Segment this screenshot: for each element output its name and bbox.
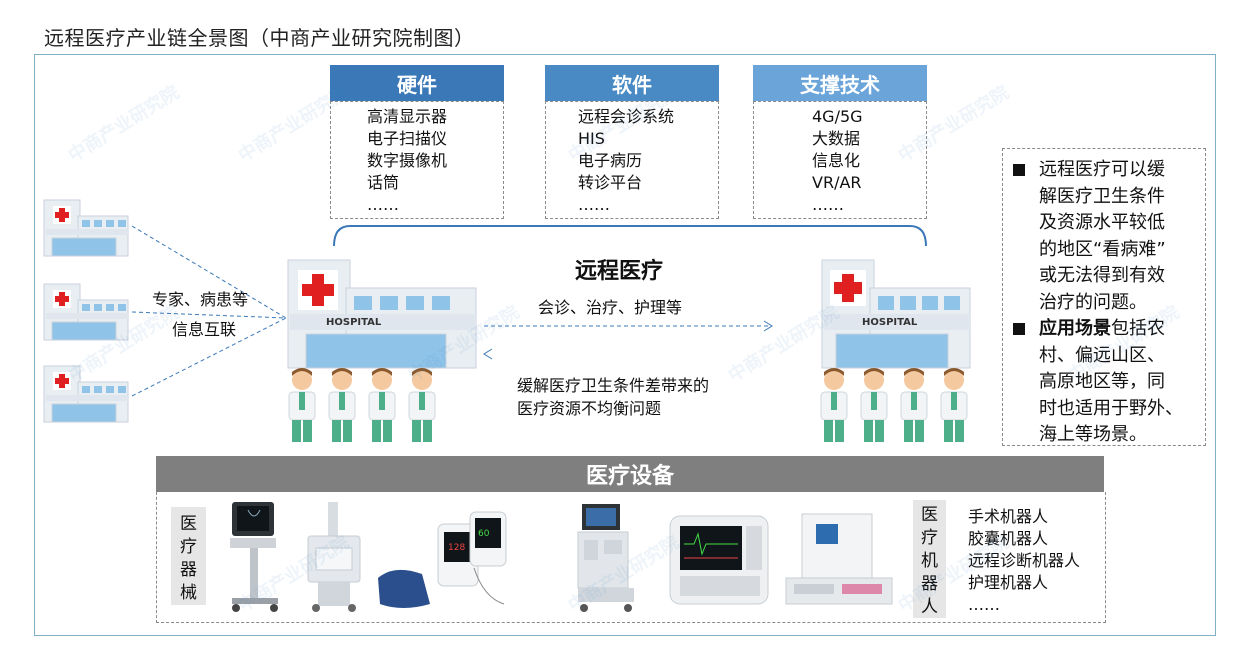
page-title: 远程医疗产业链全景图（中商产业研究院制图） <box>44 26 475 50</box>
list-item: 数字摄像机 <box>367 151 448 170</box>
ultrasound-device-icon <box>230 502 278 612</box>
list-item: 电子扫描仪 <box>367 129 448 148</box>
list-item: 远程会诊系统 <box>578 107 675 126</box>
info-bullet-1: 远程医疗可以缓 解医疗卫生条件 及资源水平较低 的地区“看病难” 或无法得到有效… <box>1009 157 1205 316</box>
robots-label: 医 疗 机 器 人 <box>913 500 946 618</box>
xray-device-icon <box>307 502 361 612</box>
doctor-icon <box>900 368 928 442</box>
diagram-frame <box>34 54 1216 636</box>
hospital-sign: HOSPITAL <box>326 317 382 328</box>
doctor-icon <box>940 368 968 442</box>
list-item: 护理机器人 <box>968 573 1049 592</box>
info-panel: 远程医疗可以缓 解医疗卫生条件 及资源水平较低 的地区“看病难” 或无法得到有效… <box>1002 148 1206 446</box>
category-items-software: 远程会诊系统 HIS 电子病历 转诊平台 …… <box>545 101 719 219</box>
list-item: …… <box>968 595 1000 614</box>
list-item: …… <box>367 195 399 214</box>
svg-text:128: 128 <box>448 543 465 553</box>
anesthesia-machine-icon <box>577 504 634 612</box>
list-item: 4G/5G <box>812 107 863 126</box>
list-item: 电子病历 <box>578 151 643 170</box>
hospital-right: HOSPITAL <box>820 258 972 370</box>
list-item: 手术机器人 <box>968 507 1049 526</box>
small-hospital-icon <box>43 199 129 257</box>
bullet-square-icon <box>1013 164 1025 176</box>
defibrillator-device-icon <box>669 515 769 605</box>
center-heading: 远程医疗 <box>575 259 664 284</box>
doctor-icon <box>288 368 316 442</box>
list-item: HIS <box>578 129 605 148</box>
list-item: VR/AR <box>812 173 862 192</box>
doctor-group-right <box>814 368 976 446</box>
small-hospital-icon <box>43 283 129 341</box>
category-header-software: 软件 <box>545 65 719 101</box>
list-item: …… <box>578 195 610 214</box>
list-item: …… <box>812 195 844 214</box>
instruments-label: 医 疗 器 械 <box>171 507 206 605</box>
lab-analyzer-icon <box>785 513 893 605</box>
small-hospital-icon <box>43 365 129 423</box>
monitor-device-icon: 128 60 <box>378 511 507 608</box>
info-bullet-2: 应用场景包括农 村、偏远山区、 高原地区等，同 时也适用于野外、 海上等场景。 <box>1009 316 1205 449</box>
list-item: 话筒 <box>367 173 400 192</box>
list-item: 高清显示器 <box>367 107 448 126</box>
equipment-area <box>156 492 1106 623</box>
hospital-building-icon <box>287 259 477 369</box>
category-header-support-tech: 支撑技术 <box>753 65 927 101</box>
equipment-bar: 医疗设备 <box>156 456 1104 492</box>
category-items-support-tech: 4G/5G 大数据 信息化 VR/AR …… <box>753 101 927 219</box>
category-bracket <box>333 225 927 247</box>
list-item: 大数据 <box>812 129 861 148</box>
robots-list: 手术机器人 胶囊机器人 远程诊断机器人 护理机器人 …… <box>968 506 1080 616</box>
list-item: 胶囊机器人 <box>968 529 1049 548</box>
doctor-icon <box>368 368 396 442</box>
center-benefit-line1: 缓解医疗卫生条件差带来的 <box>517 376 710 395</box>
doctor-group-left <box>282 368 444 446</box>
link-label-line1: 专家、病患等 <box>152 290 249 309</box>
bullet-square-icon <box>1013 323 1025 335</box>
list-item: 转诊平台 <box>578 173 643 192</box>
category-support-tech: 支撑技术 4G/5G 大数据 信息化 VR/AR …… <box>753 65 927 219</box>
category-items-hardware: 高清显示器 电子扫描仪 数字摄像机 话筒 …… <box>330 101 504 219</box>
doctor-icon <box>820 368 848 442</box>
category-header-hardware: 硬件 <box>330 65 504 101</box>
doctor-icon <box>328 368 356 442</box>
list-item: 远程诊断机器人 <box>968 551 1081 570</box>
center-benefit-line2: 医疗资源不均衡问题 <box>517 399 662 418</box>
hospital-building-icon <box>821 259 971 369</box>
link-label-line2: 信息互联 <box>172 320 237 339</box>
center-services: 会诊、治疗、护理等 <box>538 298 683 317</box>
doctor-icon <box>860 368 888 442</box>
category-software: 软件 远程会诊系统 HIS 电子病历 转诊平台 …… <box>545 65 719 219</box>
list-item: 信息化 <box>812 151 861 170</box>
svg-text:60: 60 <box>478 529 490 539</box>
category-hardware: 硬件 高清显示器 电子扫描仪 数字摄像机 话筒 …… <box>330 65 504 219</box>
hospital-left: HOSPITAL <box>286 258 478 370</box>
hospital-sign: HOSPITAL <box>862 317 918 328</box>
doctor-icon <box>408 368 436 442</box>
